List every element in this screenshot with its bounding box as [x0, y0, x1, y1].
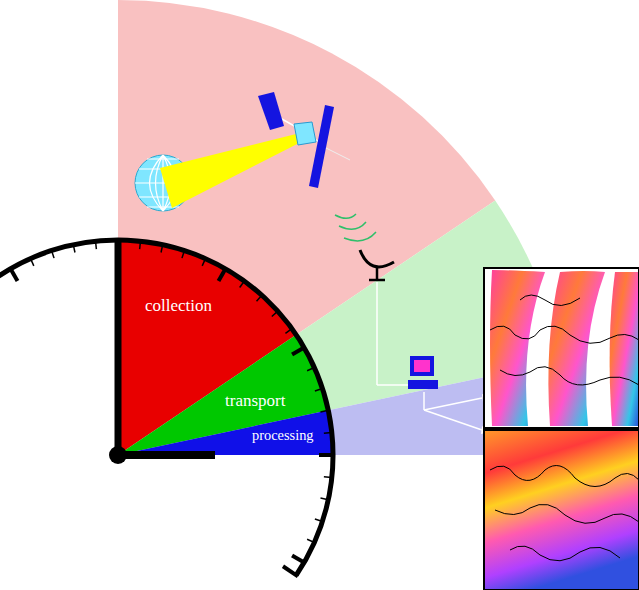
phase-label: transport [225, 392, 285, 409]
clock-tick [283, 566, 298, 576]
clock-tick [219, 269, 226, 281]
clock-center [109, 446, 127, 464]
ground-dish [360, 250, 408, 385]
satellite [258, 92, 350, 188]
clock-tick [202, 259, 205, 266]
clock-tick [240, 281, 245, 287]
clock-tick [292, 556, 304, 563]
clock-tick [161, 245, 163, 253]
clock-tick [73, 245, 75, 253]
clock-tick [324, 432, 332, 434]
clock-ticks [0, 240, 333, 576]
clock-tick [307, 368, 314, 371]
clock-tick [52, 251, 54, 259]
clock-tick [31, 259, 34, 266]
phase-label: collection [145, 297, 212, 314]
clock-tick [320, 498, 328, 500]
computer [408, 356, 490, 434]
phase-label: processing [252, 428, 314, 442]
clock-tick [139, 241, 141, 249]
clock-tick [95, 241, 97, 249]
sensor-beam [160, 133, 305, 208]
map-panels [484, 268, 639, 590]
minute-hand [115, 242, 122, 455]
clock-tick [257, 295, 262, 301]
clock-tick [320, 410, 328, 412]
clock-tick [319, 453, 333, 457]
clock-arc [0, 240, 333, 575]
clock-tick [315, 389, 323, 391]
clock-tick [285, 329, 291, 334]
clock-tick [11, 269, 18, 281]
hour-hand [118, 451, 215, 459]
clock-tick [272, 311, 278, 316]
wedge-fill [118, 410, 333, 455]
clock-tick [315, 519, 323, 521]
radio-waves [335, 214, 376, 241]
clock-tick [324, 476, 332, 478]
pale-sectors [118, 0, 573, 455]
clock-tick [182, 251, 184, 259]
clock-tick [307, 539, 314, 542]
clock-tick [292, 348, 304, 355]
